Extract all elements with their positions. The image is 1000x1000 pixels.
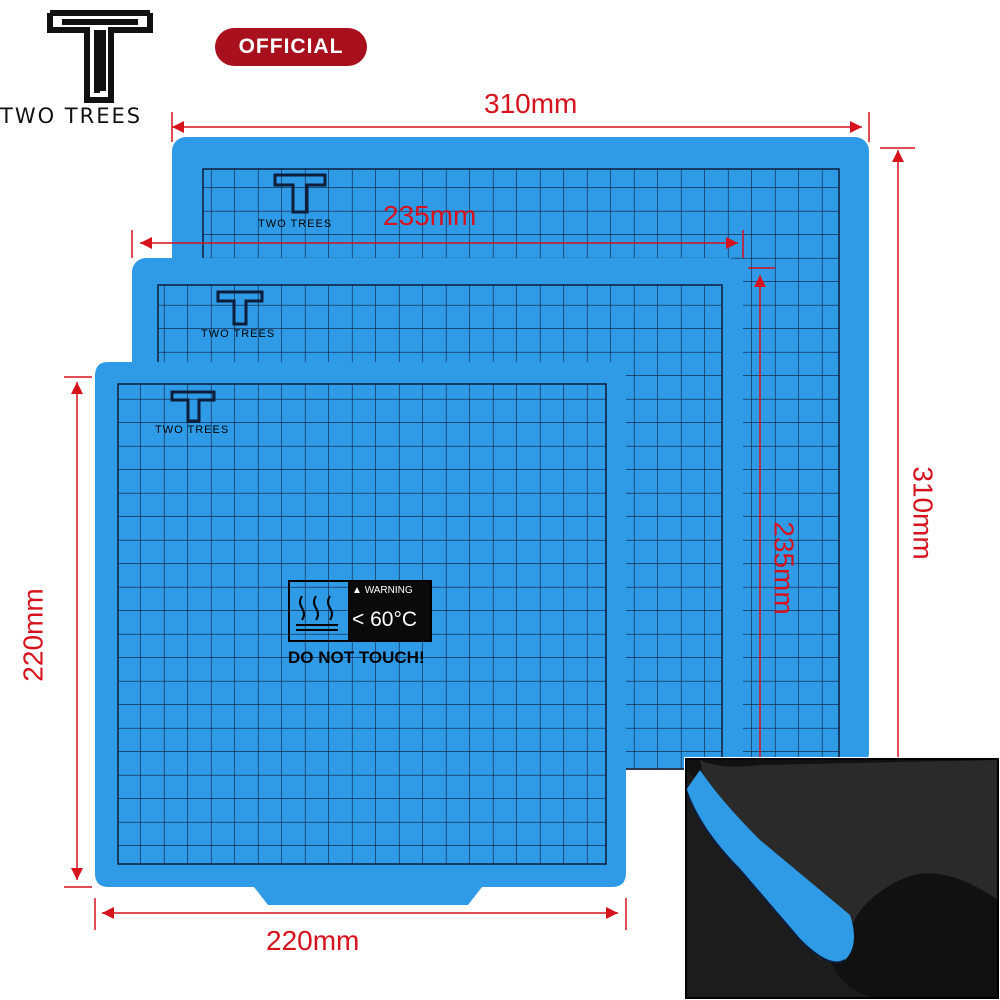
dim-large-height: 310mm bbox=[907, 466, 939, 560]
plate-logo-small-label: TWO TREES bbox=[155, 424, 230, 436]
brand-name: TWO TREES bbox=[0, 104, 143, 128]
plate-logo-large-label: TWO TREES bbox=[258, 218, 333, 230]
plate-logo-small-icon bbox=[170, 390, 216, 423]
dim-medium-height: 235mm bbox=[768, 521, 800, 615]
plate-logo-medium-icon bbox=[216, 290, 264, 326]
warning-header: ▲ WARNING bbox=[352, 585, 413, 596]
warning-temperature: < 60°C bbox=[352, 608, 418, 631]
dim-large-width: 310mm bbox=[484, 88, 578, 119]
warning-label: ▲ WARNING < 60°C bbox=[288, 580, 432, 642]
dim-medium-width: 235mm bbox=[383, 200, 477, 231]
official-badge: OFFICIAL bbox=[215, 28, 367, 66]
plate-logo-medium-label: TWO TREES bbox=[201, 328, 276, 340]
inset-photo bbox=[684, 757, 1000, 1000]
dim-small-height: 220mm bbox=[17, 588, 49, 682]
dim-small-width: 220mm bbox=[266, 925, 360, 956]
plate-logo-large-icon bbox=[273, 173, 327, 214]
warning-panel: ▲ WARNING < 60°C bbox=[348, 582, 430, 640]
warning-header-text: WARNING bbox=[364, 585, 413, 596]
do-not-touch-caption: DO NOT TOUCH! bbox=[288, 648, 425, 667]
heat-warning-icon bbox=[296, 595, 338, 631]
brand-logo bbox=[47, 10, 153, 103]
